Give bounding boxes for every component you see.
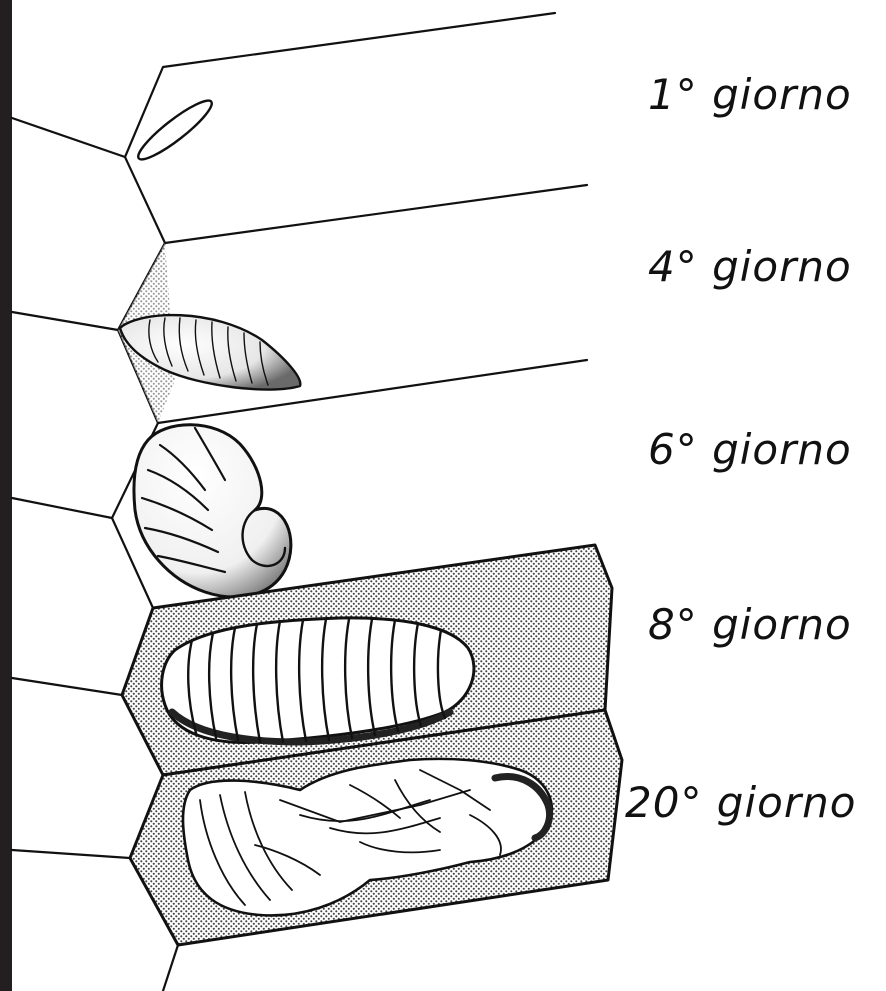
stage-label-day-8: 8° giorno [648,600,852,649]
cell-5 [12,710,622,991]
cell-1 [12,13,555,243]
stage-label-day-6: 6° giorno [648,425,852,474]
coiled-larva-icon [134,425,291,597]
stage-label-day-1: 1° giorno [648,70,852,119]
stage-label-day-4: 4° giorno [648,242,852,291]
prepupa-icon [162,618,474,743]
cell-2 [12,185,587,423]
stage-label-day-20: 20° giorno [625,778,856,827]
egg-icon [133,94,218,166]
